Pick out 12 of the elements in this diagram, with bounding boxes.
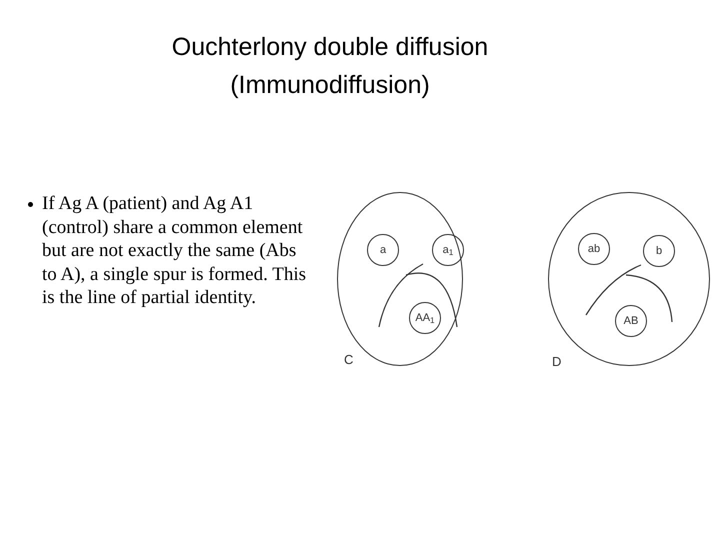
title: Ouchterlony double diffusion (Immunodiffusion) xyxy=(170,32,490,101)
antigen-well: a xyxy=(367,234,399,266)
gel-plate xyxy=(548,192,710,366)
antigen-well: ab xyxy=(578,233,610,265)
gel-plate xyxy=(337,192,463,366)
bullet-text: If Ag A (patient) and Ag A1 (control) share a common element but are not exactly the same (Abs to A), a single spur is formed. This is the line of partial identity. xyxy=(42,192,308,310)
panel-letter: D xyxy=(552,353,562,371)
antigen-well: b xyxy=(643,235,675,267)
panel-letter: C xyxy=(344,351,354,369)
antigen-well: AA$_{1}$ xyxy=(409,302,441,334)
antigen-well: a$_{1}$ xyxy=(432,234,464,266)
antigen-well: AB xyxy=(615,305,647,337)
